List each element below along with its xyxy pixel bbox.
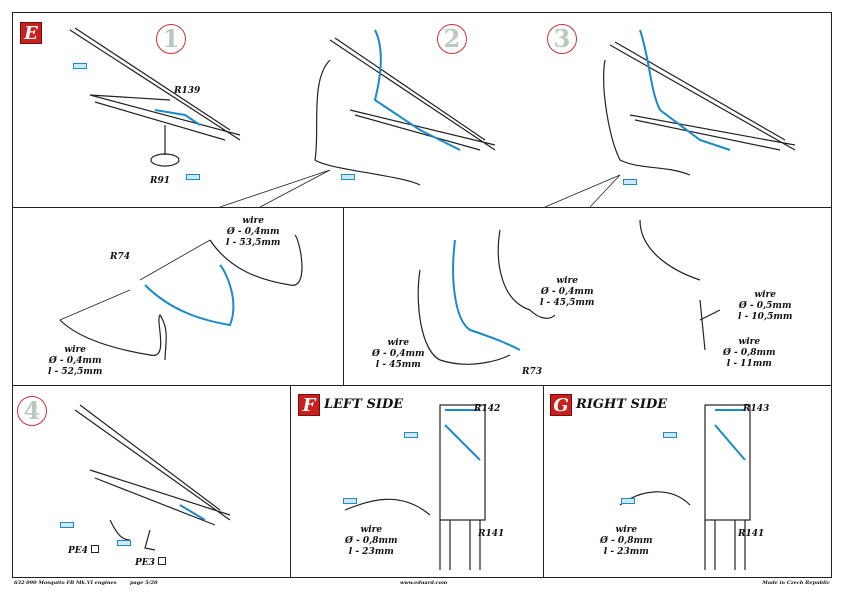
step-2-marker: 2: [437, 24, 467, 54]
section-g-title: RIGHT SIDE: [576, 397, 668, 412]
footer-made: Made in Czech Republic: [762, 580, 830, 586]
section-e-badge: E: [20, 22, 42, 44]
section-f-title: LEFT SIDE: [324, 397, 404, 412]
blue-wire-3: [639, 29, 731, 151]
blue-highlights: [179, 409, 746, 521]
blue-wire-c: [452, 239, 521, 351]
color-callout: [73, 63, 87, 69]
step-4-marker: 4: [17, 396, 47, 426]
wire-e-f: [639, 219, 721, 351]
color-callout: [341, 174, 355, 180]
color-callout: [186, 174, 200, 180]
part-label-r74: R74: [110, 252, 131, 262]
section-g-badge: G: [550, 394, 572, 416]
wire-g: [344, 498, 431, 516]
color-callout: [60, 522, 74, 528]
part-r141-right: [704, 404, 751, 521]
part-r91: [150, 153, 180, 167]
part-label-r73: R73: [522, 367, 543, 377]
engine-mount-2: [329, 37, 496, 151]
checkbox-icon: [91, 545, 100, 553]
step-1-marker: 1: [156, 24, 186, 54]
wire-b: [59, 314, 167, 361]
part-label-pe4: PE4: [68, 545, 100, 557]
part-label-r139: R139: [174, 86, 201, 96]
wire-step3: [603, 59, 691, 176]
part-label-r143: R143: [743, 404, 770, 414]
part-label-r91: R91: [150, 176, 171, 186]
part-label-r142: R142: [474, 404, 501, 414]
color-callout: [663, 432, 677, 438]
detail-panel-right: [343, 207, 832, 386]
color-callout: [117, 540, 131, 546]
wire-a: [209, 234, 303, 286]
part-label-r141-left: R141: [478, 529, 505, 539]
engine-mount-1: [69, 27, 241, 141]
checkbox-icon: [158, 557, 167, 565]
part-label-r141-right: R141: [738, 529, 765, 539]
part-r141-left: [439, 404, 486, 521]
engine-mount-3: [609, 41, 796, 151]
color-callout: [343, 498, 357, 504]
footer-page: page 5/20: [130, 580, 158, 586]
section-f-panel: [290, 385, 544, 578]
footer-product: 632 090 Mosquito FB Mk.VI engines: [14, 580, 117, 586]
blue-parts-1: [154, 109, 201, 126]
color-callout: [623, 179, 637, 185]
blue-wire-detail: [144, 264, 235, 327]
engine-mount-4: [74, 404, 231, 526]
blue-wire-2: [373, 29, 461, 151]
color-callout: [404, 432, 418, 438]
step-3-marker: 3: [547, 24, 577, 54]
wire-c: [497, 229, 556, 319]
wire-d: [417, 269, 511, 365]
section-f-badge: F: [298, 394, 320, 416]
color-callout: [621, 498, 635, 504]
pe-parts: [109, 519, 156, 551]
footer-site[interactable]: www.eduard.com: [400, 580, 448, 586]
part-label-pe3: PE3: [135, 557, 167, 569]
wire-step2: [314, 59, 421, 186]
